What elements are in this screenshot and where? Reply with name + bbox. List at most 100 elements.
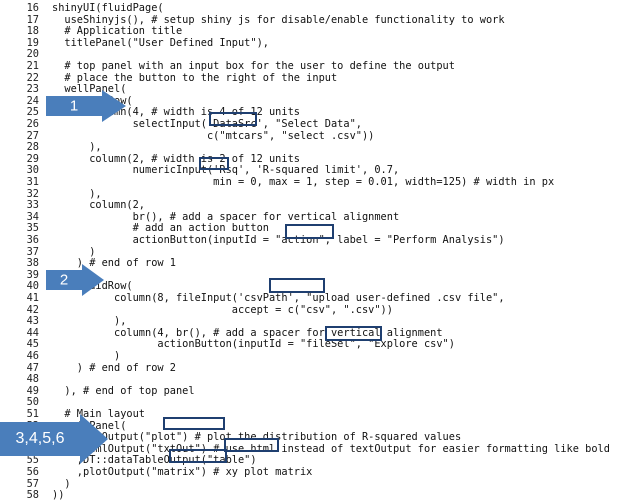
line-number: 49 — [26, 384, 39, 397]
code-line: 32 ), — [0, 188, 622, 200]
code-line: 31 min = 0, max = 1, step = 0.01, width=… — [0, 176, 622, 188]
callout-arrow-1: 1 — [46, 90, 126, 122]
code-text: selectInput('DataSrc', "Select Data", — [52, 118, 362, 130]
code-text: ) # end of row 2 — [52, 361, 176, 374]
line-number: 38 — [26, 257, 39, 270]
code-line: 55 ,DT::dataTableOutput("table") — [0, 454, 622, 466]
line-number: 22 — [26, 71, 39, 84]
line-number: 20 — [26, 48, 39, 61]
line-number: 39 — [26, 268, 39, 281]
line-number: 19 — [26, 36, 39, 49]
line-number: 32 — [26, 187, 39, 200]
line-number: 28 — [26, 141, 39, 154]
code-line: 28 ), — [0, 141, 622, 153]
code-text: ) — [52, 477, 71, 490]
code-line: 46 ) — [0, 350, 622, 362]
line-number: 33 — [26, 199, 39, 212]
code-line: 17 useShinyjs(), # setup shiny js for di… — [0, 14, 622, 26]
line-number: 37 — [26, 245, 39, 258]
code-text: # Application title — [52, 25, 183, 38]
line-number: 30 — [26, 164, 39, 177]
line-number: 42 — [26, 303, 39, 316]
code-text: ) — [52, 245, 96, 258]
code-line: 45 actionButton(inputId = "fileSel", "Ex… — [0, 338, 622, 350]
code-line: 56 ,plotOutput("matrix") # xy plot matri… — [0, 466, 622, 478]
line-number: 55 — [26, 454, 39, 467]
line-number: 29 — [26, 152, 39, 165]
code-line: 34 br(), # add a spacer for vertical ali… — [0, 211, 622, 223]
line-number: 35 — [26, 222, 39, 235]
code-line: 29 column(2, # width is 2 of 12 units — [0, 153, 622, 165]
code-line: 51 # Main layout — [0, 408, 622, 420]
line-number: 46 — [26, 350, 39, 362]
code-line: 21 # top panel with an input box for the… — [0, 60, 622, 72]
line-number: 48 — [26, 373, 39, 386]
line-number: 51 — [26, 408, 39, 420]
code-line: 54 ,htmlOutput("txtOut") # use html inst… — [0, 443, 622, 455]
line-number: 27 — [26, 129, 39, 142]
line-number: 36 — [26, 234, 39, 246]
code-text: shinyUI(fluidPage( — [52, 2, 164, 14]
highlight-datasrc — [209, 112, 257, 126]
code-line: 38 ) # end of row 1 — [0, 257, 622, 269]
line-number: 16 — [26, 2, 39, 14]
code-line: 23 wellPanel( — [0, 83, 622, 95]
code-line: 43 ), — [0, 315, 622, 327]
callout-label-1: 1 — [69, 97, 79, 115]
highlight-csvpath — [269, 278, 325, 293]
code-text: br(), # add a spacer for vertical alignm… — [52, 210, 400, 223]
line-number: 56 — [26, 466, 39, 478]
code-text: c("mtcars", "select .csv")) — [52, 129, 375, 142]
code-line: 49 ), # end of top panel — [0, 385, 622, 397]
code-text: ), — [52, 141, 102, 154]
line-number: 17 — [26, 13, 39, 26]
code-text: # add an action button — [52, 222, 269, 235]
code-line: 37 ) — [0, 246, 622, 258]
callout-label-2: 2 — [59, 271, 69, 289]
code-line: 47 ) # end of row 2 — [0, 362, 622, 374]
code-line: 20 — [0, 48, 622, 60]
line-number: 26 — [26, 118, 39, 130]
code-text: ,plotOutput("matrix") # xy plot matrix — [52, 466, 313, 478]
code-text: actionButton(inputId = "fileSel", "Explo… — [52, 338, 455, 351]
line-number: 31 — [26, 176, 39, 188]
code-text: numericInput('Rsq', 'R-squared limit', 0… — [52, 164, 400, 177]
highlight-matrix — [169, 449, 227, 463]
line-number: 57 — [26, 477, 39, 490]
code-line: 42 accept = c("csv", ".csv")) — [0, 304, 622, 316]
code-text: # Main layout — [52, 408, 145, 420]
line-number: 47 — [26, 361, 39, 374]
code-text: ), # end of top panel — [52, 384, 195, 397]
code-line: 22 # place the button to the right of th… — [0, 72, 622, 84]
code-text: )) — [52, 489, 65, 501]
code-text: column(2, — [52, 199, 145, 212]
code-line: 33 column(2, — [0, 199, 622, 211]
arrow-right-icon — [46, 90, 126, 122]
line-number: 25 — [26, 106, 39, 119]
code-line: 57 ) — [0, 478, 622, 490]
line-number: 21 — [26, 60, 39, 72]
code-line: 19 titlePanel("User Defined Input"), — [0, 37, 622, 49]
code-text: ), — [52, 315, 127, 328]
line-number: 34 — [26, 210, 39, 223]
code-text: accept = c("csv", ".csv")) — [52, 303, 393, 316]
code-text: ) # end of row 1 — [52, 257, 176, 270]
code-line: 35 # add an action button — [0, 222, 622, 234]
line-number: 43 — [26, 315, 39, 328]
code-text: ), — [52, 187, 102, 200]
code-line: 58)) — [0, 489, 622, 501]
arrow-right-icon — [46, 264, 104, 296]
code-text: plotOutput("plot") # plot the distributi… — [52, 431, 462, 444]
code-text: actionButton(inputId = "action", label =… — [52, 234, 505, 246]
arrow-right-icon — [0, 414, 108, 464]
line-number: 40 — [26, 280, 39, 293]
code-text: ,DT::dataTableOutput("table") — [52, 454, 257, 467]
code-text: wellPanel( — [52, 83, 127, 96]
line-number: 44 — [26, 326, 39, 339]
code-line: 41 column(8, fileInput('csvPath', "uploa… — [0, 292, 622, 304]
code-text: column(2, # width is 2 of 12 units — [52, 152, 300, 165]
code-line: 48 — [0, 373, 622, 385]
line-number: 24 — [26, 94, 39, 107]
code-text: useShinyjs(), # setup shiny js for disab… — [52, 13, 505, 26]
